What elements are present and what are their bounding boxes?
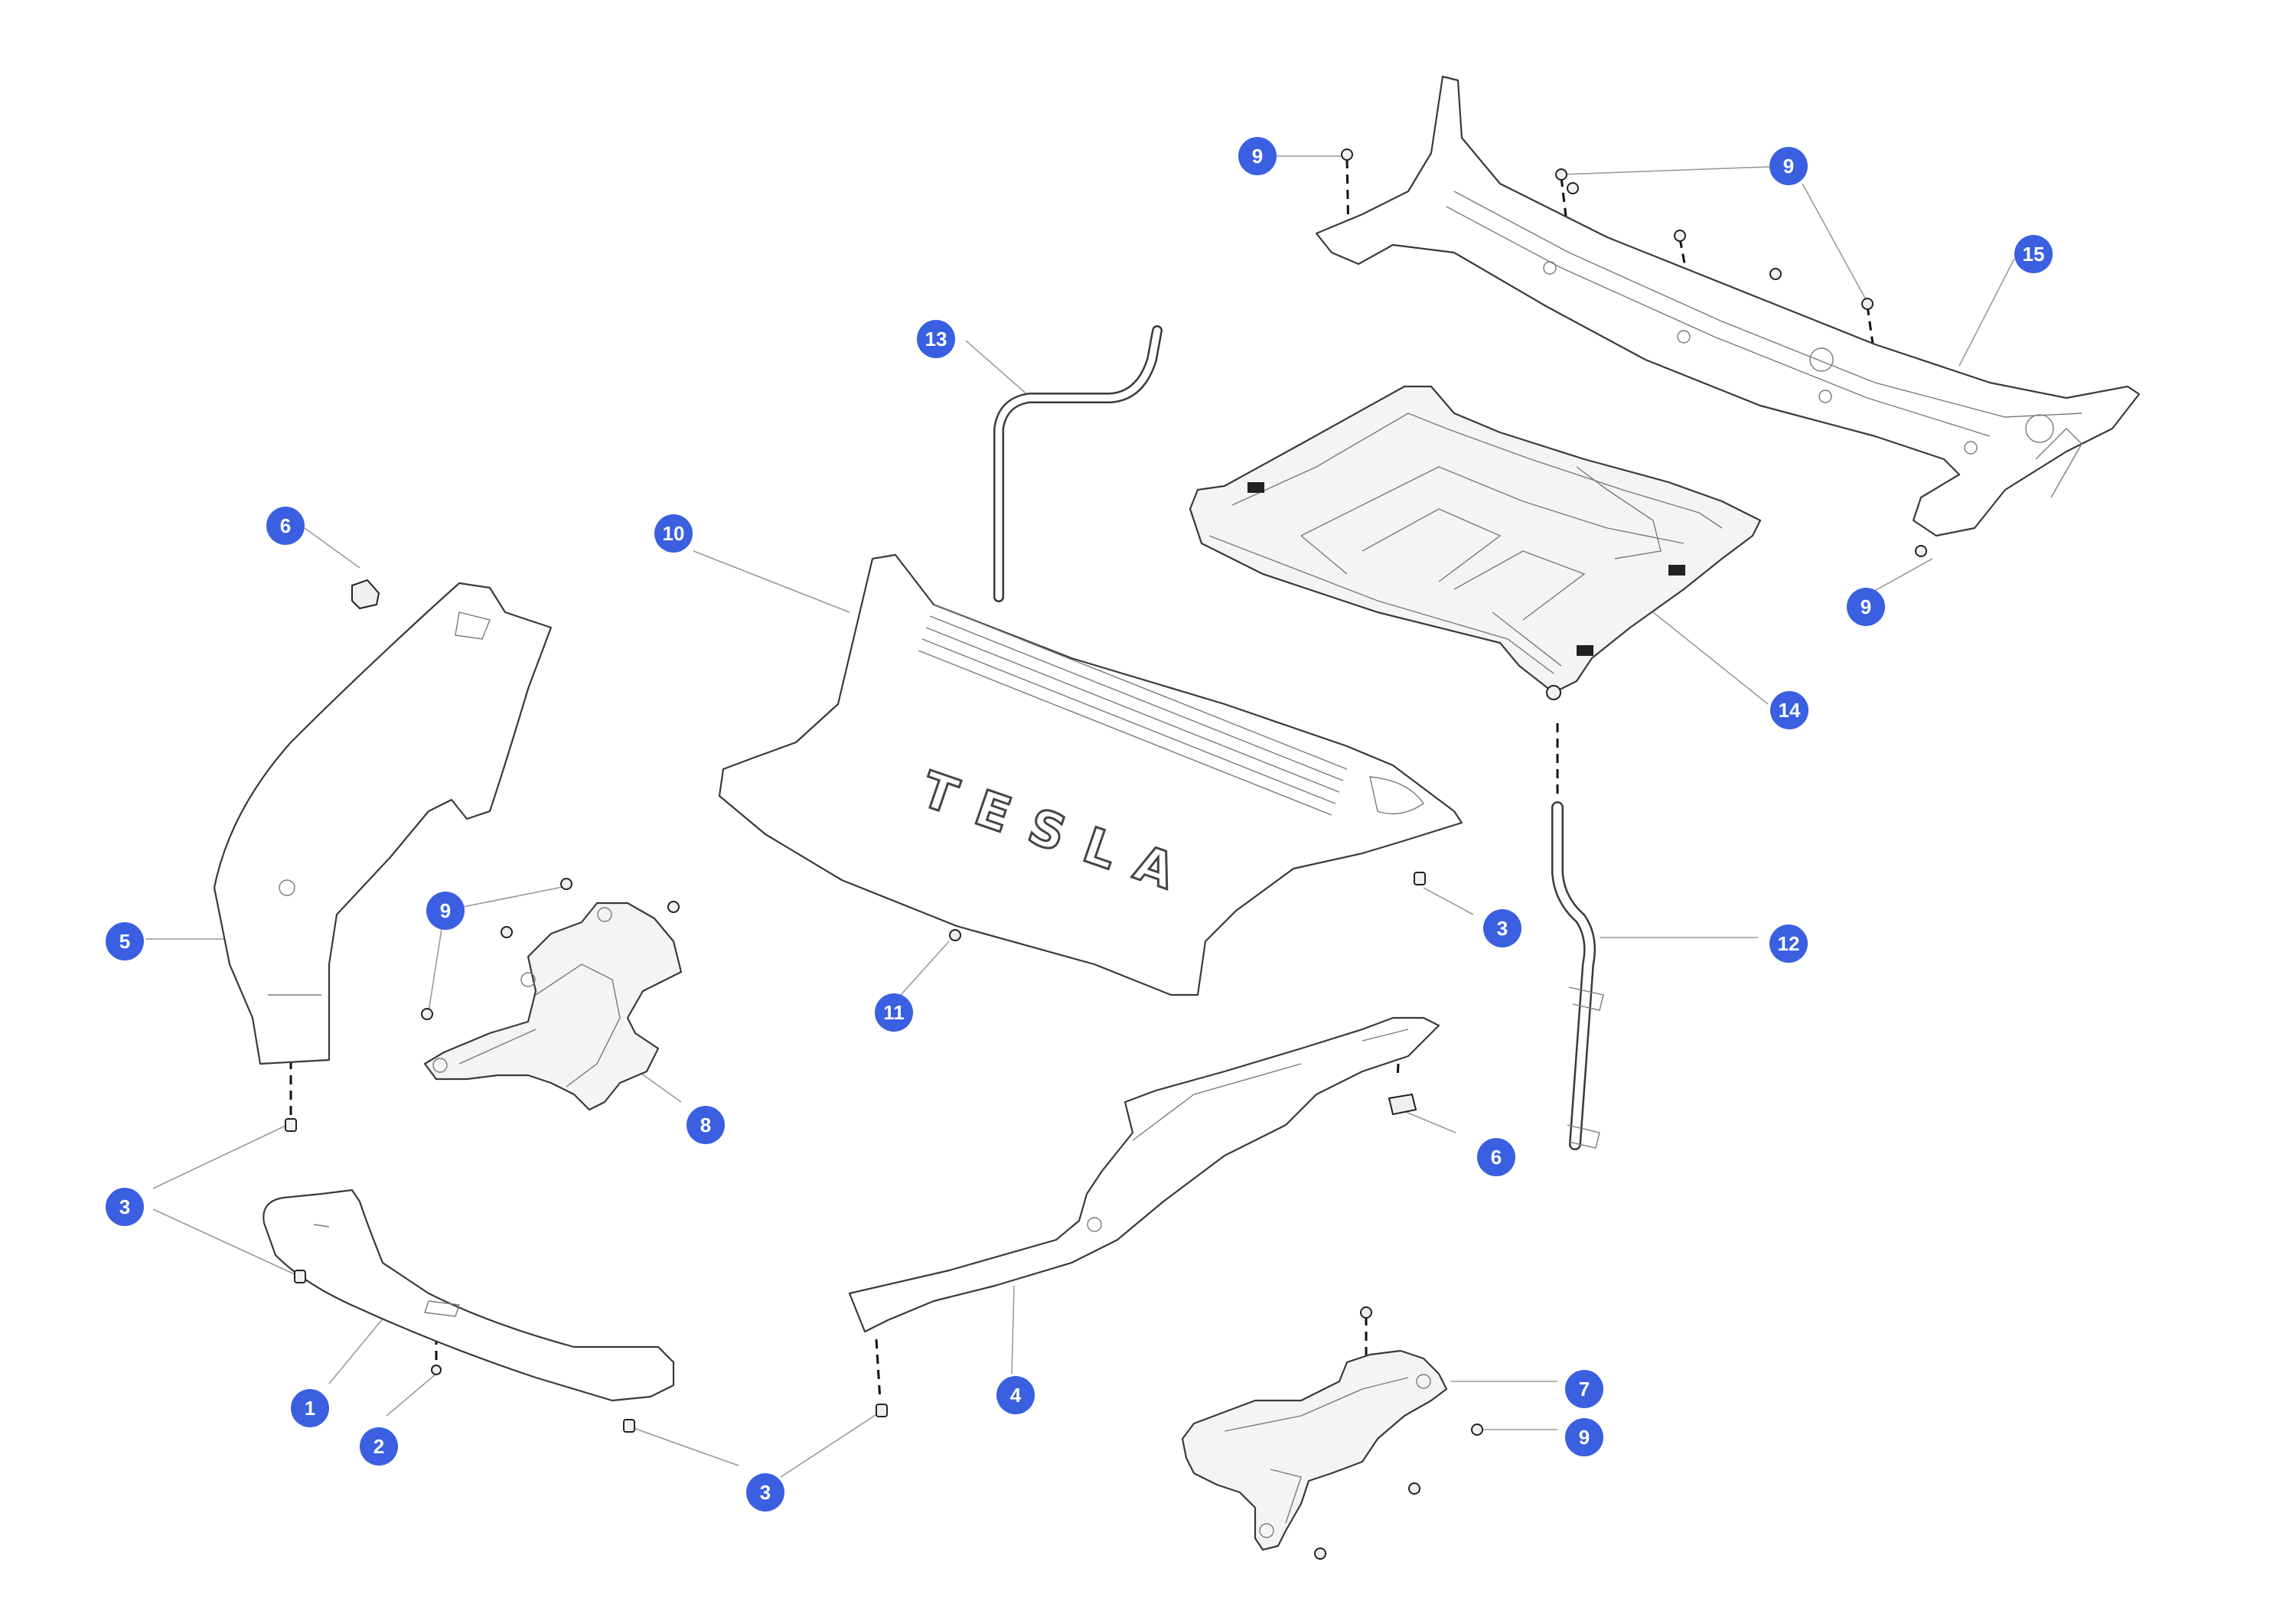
callout-5: 5	[106, 922, 144, 960]
callout-badge	[996, 1376, 1035, 1414]
callout-label: 13	[925, 328, 947, 351]
callout-1: 1	[291, 1389, 329, 1427]
callout-13: 13	[917, 320, 955, 358]
callout-label: 9	[1783, 155, 1794, 178]
callout-15: 15	[2014, 235, 2053, 273]
callout-badge	[875, 993, 913, 1032]
callouts: 9 9 15 13 6 10 9 14 5 9 3 12 11 8 6 3 1 …	[106, 137, 2053, 1511]
callout-9: 9	[1847, 588, 1885, 626]
left-fender-liner-part-5	[213, 582, 553, 1065]
callout-badge	[1477, 1138, 1515, 1176]
callout-label: 9	[1252, 145, 1263, 168]
callout-3: 3	[106, 1188, 144, 1226]
callout-14: 14	[1770, 691, 1808, 729]
callout-9: 9	[1769, 147, 1808, 185]
callout-label: 9	[1861, 595, 1871, 618]
frunk-tub-part-14	[1189, 385, 1762, 694]
frunk-trim-part-10: TESLA	[718, 553, 1463, 996]
callout-label: 11	[883, 1001, 905, 1024]
callout-3: 3	[746, 1473, 784, 1511]
callout-2: 2	[360, 1427, 398, 1466]
callout-label: 6	[280, 514, 291, 537]
callout-badge	[1770, 691, 1808, 729]
callout-7: 7	[1565, 1370, 1603, 1408]
callout-badge	[2014, 235, 2053, 273]
callout-9: 9	[426, 892, 465, 930]
callout-badge	[291, 1389, 329, 1427]
callout-8: 8	[687, 1106, 725, 1144]
callout-badge	[746, 1473, 784, 1511]
callout-badge	[360, 1427, 398, 1466]
callout-label: 9	[440, 899, 451, 922]
callout-badge	[266, 507, 305, 545]
callout-11: 11	[875, 993, 913, 1032]
fasteners	[285, 148, 1927, 1560]
callout-label: 12	[1778, 932, 1800, 955]
callout-badge	[106, 922, 144, 960]
callout-label: 14	[1779, 699, 1801, 722]
callout-label: 1	[305, 1397, 315, 1420]
lower-trim-part-1	[263, 1189, 675, 1402]
callout-label: 4	[1010, 1384, 1022, 1407]
callout-badge	[1769, 925, 1808, 963]
callout-badge	[1565, 1370, 1603, 1408]
callout-badge	[1769, 147, 1808, 185]
callout-label: 10	[663, 522, 685, 545]
callout-badge	[1483, 909, 1521, 947]
callout-4: 4	[996, 1376, 1035, 1414]
left-bracket-part-8	[423, 902, 683, 1111]
callout-badge	[1238, 137, 1277, 175]
callout-10: 10	[654, 514, 693, 553]
callout-label: 2	[373, 1435, 384, 1458]
callout-label: 3	[119, 1195, 130, 1218]
callout-badge	[687, 1106, 725, 1144]
callout-badge	[917, 320, 955, 358]
hose-part-13	[993, 325, 1163, 602]
right-side-trim-part-4	[848, 1016, 1440, 1333]
callout-3: 3	[1483, 909, 1521, 947]
callout-label: 3	[760, 1481, 771, 1504]
callout-label: 7	[1579, 1378, 1590, 1401]
drain-hose-part-12	[1551, 801, 1604, 1150]
callout-badge	[426, 892, 465, 930]
callout-label: 6	[1491, 1146, 1502, 1169]
callout-badge	[1565, 1418, 1603, 1456]
callout-badge	[106, 1188, 144, 1226]
clip-part-6-left	[351, 579, 380, 610]
callout-9: 9	[1238, 137, 1277, 175]
right-bracket-part-7	[1181, 1349, 1448, 1551]
clip-part-6-right	[1388, 1093, 1417, 1116]
callout-badge	[1847, 588, 1885, 626]
callout-badge	[654, 514, 693, 553]
callout-label: 9	[1579, 1426, 1590, 1449]
callout-label: 3	[1497, 917, 1508, 940]
callout-label: 15	[2023, 243, 2045, 266]
callout-6: 6	[1477, 1138, 1515, 1176]
cowl-top-panel-part-15	[1315, 75, 2141, 537]
callout-12: 12	[1769, 925, 1808, 963]
callout-label: 5	[119, 930, 130, 953]
callout-label: 8	[700, 1114, 711, 1136]
callout-6: 6	[266, 507, 305, 545]
callout-9: 9	[1565, 1418, 1603, 1456]
